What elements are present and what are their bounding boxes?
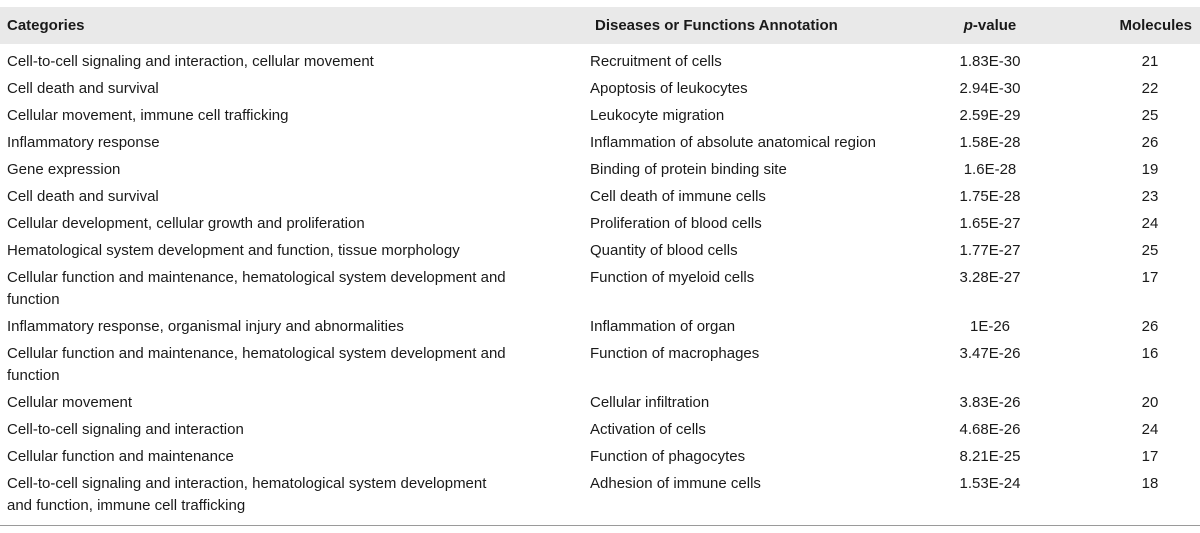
cell-pvalue: 4.68E-26: [959, 421, 1021, 438]
header-pvalue-rest: -value: [972, 17, 1017, 34]
cell-category: Cellular function and maintenance: [7, 448, 234, 465]
table-row: Inflammatory response, organismal injury…: [0, 313, 1200, 340]
cell-annotation: Inflammation of organ: [590, 318, 736, 335]
cell-annotation: Inflammation of absolute anatomical regi…: [590, 134, 876, 151]
cell-molecules: 22: [1141, 80, 1159, 97]
cell-molecules: 17: [1141, 269, 1159, 286]
cell-annotation: Apoptosis of leukocytes: [590, 80, 748, 97]
table-row: Cellular function and maintenance Functio…: [0, 443, 1200, 470]
header-pvalue-italic: p: [963, 17, 973, 34]
table-row: Cell-to-cell signaling and interaction Ac…: [0, 416, 1200, 443]
cell-pvalue: 1.65E-27: [959, 215, 1021, 232]
header-annotation: Diseases or Functions Annotation: [595, 17, 838, 34]
cell-category: Cellular function and maintenance, hemat…: [7, 345, 506, 384]
data-table-container: Categories Diseases or Functions Annotat…: [0, 7, 1200, 526]
table-row: Cellular function and maintenance, hemat…: [0, 264, 1200, 313]
cell-molecules: 26: [1141, 318, 1159, 335]
table-row: Cellular movement, immune cell trafficki…: [0, 102, 1200, 129]
cell-category: Gene expression: [7, 161, 121, 178]
cell-pvalue: 8.21E-25: [959, 448, 1021, 465]
cell-annotation: Adhesion of immune cells: [590, 475, 761, 492]
cell-pvalue: 2.94E-30: [959, 80, 1021, 97]
cell-pvalue: 3.28E-27: [959, 269, 1021, 286]
cell-pvalue: 3.47E-26: [959, 345, 1021, 362]
cell-pvalue: 1.58E-28: [959, 134, 1021, 151]
cell-pvalue: 1.75E-28: [959, 188, 1021, 205]
cell-pvalue: 2.59E-29: [959, 107, 1021, 124]
cell-molecules: 24: [1141, 421, 1159, 438]
cell-molecules: 23: [1141, 188, 1159, 205]
cell-category: Cellular movement: [7, 394, 133, 411]
cell-annotation: Recruitment of cells: [590, 53, 722, 70]
cell-annotation: Function of phagocytes: [590, 448, 746, 465]
header-pvalue: p-value: [910, 7, 1070, 44]
cell-molecules: 25: [1141, 107, 1159, 124]
cell-category: Cellular development, cellular growth an…: [7, 215, 365, 232]
cell-molecules: 17: [1141, 448, 1159, 465]
table-row: Hematological system development and fun…: [0, 237, 1200, 264]
table-bottom-rule: [0, 525, 1200, 526]
cell-pvalue: 1.53E-24: [959, 475, 1021, 492]
cell-molecules: 19: [1141, 161, 1159, 178]
table-row: Cell death and survival Cell death of imm…: [0, 183, 1200, 210]
cell-molecules: 25: [1141, 242, 1159, 259]
table-body: Cell-to-cell signaling and interaction, …: [0, 44, 1200, 525]
cell-pvalue: 1.77E-27: [959, 242, 1021, 259]
table-header: Categories Diseases or Functions Annotat…: [0, 7, 1200, 44]
table-row: Cellular development, cellular growth an…: [0, 210, 1200, 237]
cell-annotation: Proliferation of blood cells: [590, 215, 762, 232]
table-row: Cell death and survival Apoptosis of leuk…: [0, 75, 1200, 102]
cell-molecules: 21: [1141, 53, 1159, 70]
table-row: Inflammatory response Inflammation of abs…: [0, 129, 1200, 156]
cell-pvalue: 1.83E-30: [959, 53, 1021, 70]
cell-pvalue: 1E-26: [969, 318, 1011, 335]
cell-category: Cell death and survival: [7, 188, 159, 205]
table-row: Gene expression Binding of protein bindin…: [0, 156, 1200, 183]
cell-annotation: Activation of cells: [590, 421, 706, 438]
cell-category: Cell-to-cell signaling and interaction: [7, 421, 244, 438]
table-row: Cellular function and maintenance, hemat…: [0, 340, 1200, 389]
header-molecules: Molecules: [1119, 17, 1192, 34]
cell-category: Hematological system development and fun…: [7, 242, 460, 259]
cell-annotation: Leukocyte migration: [590, 107, 725, 124]
cell-category: Cell-to-cell signaling and interaction, …: [7, 475, 487, 514]
cell-pvalue: 1.6E-28: [963, 161, 1017, 178]
table-row: Cellular movement Cellular infiltration 3.…: [0, 389, 1200, 416]
cell-molecules: 24: [1141, 215, 1159, 232]
cell-molecules: 20: [1141, 394, 1159, 411]
cell-molecules: 26: [1141, 134, 1159, 151]
cell-pvalue: 3.83E-26: [959, 394, 1021, 411]
table-row: Cell-to-cell signaling and interaction, …: [0, 470, 1200, 525]
cell-annotation: Cell death of immune cells: [590, 188, 766, 205]
cell-category: Cellular function and maintenance, hemat…: [7, 269, 506, 308]
cell-category: Inflammatory response, organismal injury…: [7, 318, 404, 335]
cell-annotation: Quantity of blood cells: [590, 242, 738, 259]
cell-annotation: Function of myeloid cells: [590, 269, 755, 286]
table-row: Cell-to-cell signaling and interaction, …: [0, 44, 1200, 75]
cell-category: Cell-to-cell signaling and interaction, …: [7, 53, 374, 70]
cell-molecules: 18: [1141, 475, 1159, 492]
header-categories: Categories: [7, 17, 85, 34]
cell-category: Cell death and survival: [7, 80, 159, 97]
cell-annotation: Binding of protein binding site: [590, 161, 787, 178]
cell-category: Inflammatory response: [7, 134, 160, 151]
cell-annotation: Cellular infiltration: [590, 394, 710, 411]
cell-category: Cellular movement, immune cell trafficki…: [7, 107, 289, 124]
data-table: Categories Diseases or Functions Annotat…: [0, 7, 1200, 525]
cell-molecules: 16: [1141, 345, 1159, 362]
cell-annotation: Function of macrophages: [590, 345, 760, 362]
header-row: Categories Diseases or Functions Annotat…: [0, 7, 1200, 44]
